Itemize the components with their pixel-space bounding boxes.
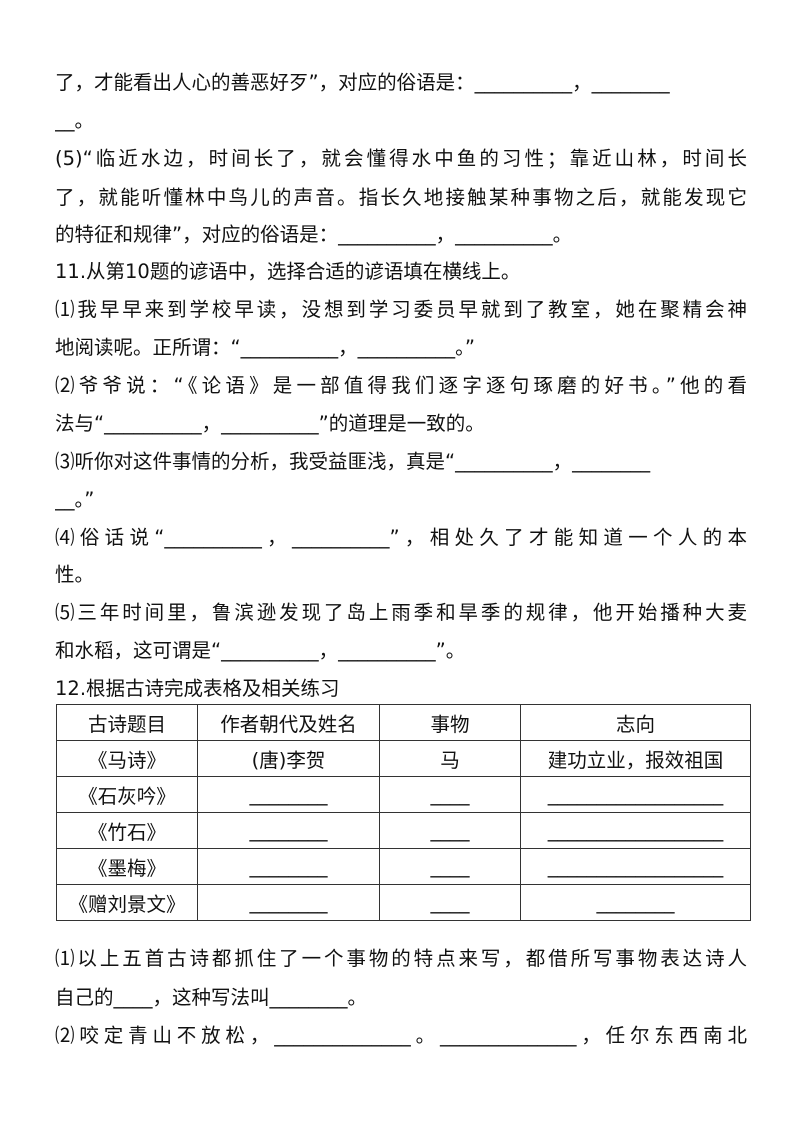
text-line: __。” — [55, 488, 95, 511]
table-cell: ____ — [379, 776, 521, 813]
text-line: 和水稻，这可谓是“__________，__________”。 — [55, 639, 466, 662]
text-line: 自己的____，这种写法叫________。 — [55, 986, 368, 1009]
text-line: 了，才能看出人心的善恶好歹”，对应的俗语是：__________，_______… — [55, 71, 670, 94]
table-cell: 《竹石》 — [56, 812, 198, 849]
table-row: 《马诗》 (唐)李贺 马 建功立业，报效祖国 — [56, 740, 751, 777]
table-cell: ________ — [197, 884, 380, 921]
table-header: 作者朝代及姓名 — [197, 704, 380, 741]
table-row: 《竹石》 ________ ____ __________________ — [56, 812, 751, 849]
question-11-5-line: ⑸三年时间里，鲁滨逊发现了岛上雨季和旱季的规律，他开始播种大麦 — [55, 601, 747, 624]
table-cell: 《马诗》 — [56, 740, 198, 777]
table-cell: 《赠刘景文》 — [56, 884, 198, 921]
table-cell: ________ — [520, 884, 751, 921]
text-line: 地阅读呢。正所谓：“__________，__________。” — [55, 336, 475, 359]
text-line: 的特征和规律”，对应的俗语是：__________，__________。 — [55, 223, 573, 246]
table-cell: ________ — [197, 848, 380, 885]
question-11-2-line: ⑵爷爷说：“《论语》是一部值得我们逐字逐句琢磨的好书。”他的看 — [55, 374, 747, 397]
question-11-4-line: ⑷俗话说“__________，__________”，相处久了才能知道一个人的… — [55, 526, 747, 549]
table-cell: ____ — [379, 884, 521, 921]
question-10-5-line: (5)“临近水边，时间长了，就会懂得水中鱼的习性；靠近山林，时间长 — [55, 147, 747, 170]
table-cell: (唐)李贺 — [197, 740, 380, 777]
table-cell: ________ — [197, 812, 380, 849]
table-cell: ____ — [379, 848, 521, 885]
table-cell: 建功立业，报效祖国 — [520, 740, 751, 777]
question-12-1-line: ⑴以上五首古诗都抓住了一个事物的特点来写，都借所写事物表达诗人 — [55, 947, 747, 970]
table-row: 《赠刘景文》 ________ ____ ________ — [56, 884, 751, 921]
table-cell: 《墨梅》 — [56, 848, 198, 885]
text-line: 了，就能听懂林中鸟儿的声音。指长久地接触某种事物之后，就能发现它 — [55, 186, 747, 209]
table-cell: __________________ — [520, 848, 751, 885]
table-cell: 马 — [379, 740, 521, 777]
question-12-2-line: ⑵咬定青山不放松，______________。______________，任… — [55, 1024, 747, 1047]
table-cell: 《石灰吟》 — [56, 776, 198, 813]
table-header: 志向 — [520, 704, 751, 741]
table-header-row: 古诗题目 作者朝代及姓名 事物 志向 — [56, 704, 751, 741]
text-line: 法与“__________，__________”的道理是一致的。 — [55, 412, 485, 435]
question-11-title: 11.从第10题的谚语中，选择合适的谚语填在横线上。 — [55, 260, 521, 283]
question-11-1-line: ⑴我早早来到学校早读，没想到学习委员早就到了教室，她在聚精会神 — [55, 298, 747, 321]
question-11-3-line: ⑶听你对这件事情的分析，我受益匪浅，真是“__________，________ — [55, 450, 651, 473]
table-row: 《墨梅》 ________ ____ __________________ — [56, 848, 751, 885]
table-cell: ____ — [379, 812, 521, 849]
table-row: 《石灰吟》 ________ ____ __________________ — [56, 776, 751, 813]
text-line: __。 — [55, 109, 95, 132]
table-cell: __________________ — [520, 812, 751, 849]
table-header: 事物 — [379, 704, 521, 741]
table-cell: __________________ — [520, 776, 751, 813]
poem-table: 古诗题目 作者朝代及姓名 事物 志向 《马诗》 (唐)李贺 马 建功立业，报效祖… — [56, 704, 751, 921]
table-header: 古诗题目 — [56, 704, 198, 741]
question-12-title: 12.根据古诗完成表格及相关练习 — [55, 677, 340, 700]
text-line: 性。 — [55, 563, 95, 586]
table-cell: ________ — [197, 776, 380, 813]
